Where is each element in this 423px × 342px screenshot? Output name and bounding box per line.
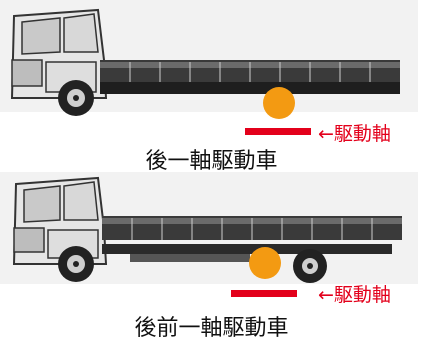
truck-illustration-tandem-axle: [0, 172, 418, 284]
diagram-caption: 後前一軸駆動車: [134, 316, 289, 341]
drive-axle-label: ←駆動軸: [318, 284, 391, 306]
diagram-caption: 後一軸駆動車: [145, 149, 278, 174]
truck-illustration-single-axle: [0, 0, 418, 116]
drive-axle-bar: [231, 290, 297, 297]
diagram-tandem-rear-axle: ←駆動軸 後前一軸駆動車: [0, 172, 423, 341]
drive-axle-bar: [245, 128, 311, 135]
drive-axle-marker: [249, 247, 281, 279]
drive-axle-marker: [263, 87, 295, 119]
diagram-single-rear-axle: ←駆動軸 後一軸駆動車: [0, 0, 423, 174]
drive-axle-label: ←駆動軸: [318, 123, 391, 145]
